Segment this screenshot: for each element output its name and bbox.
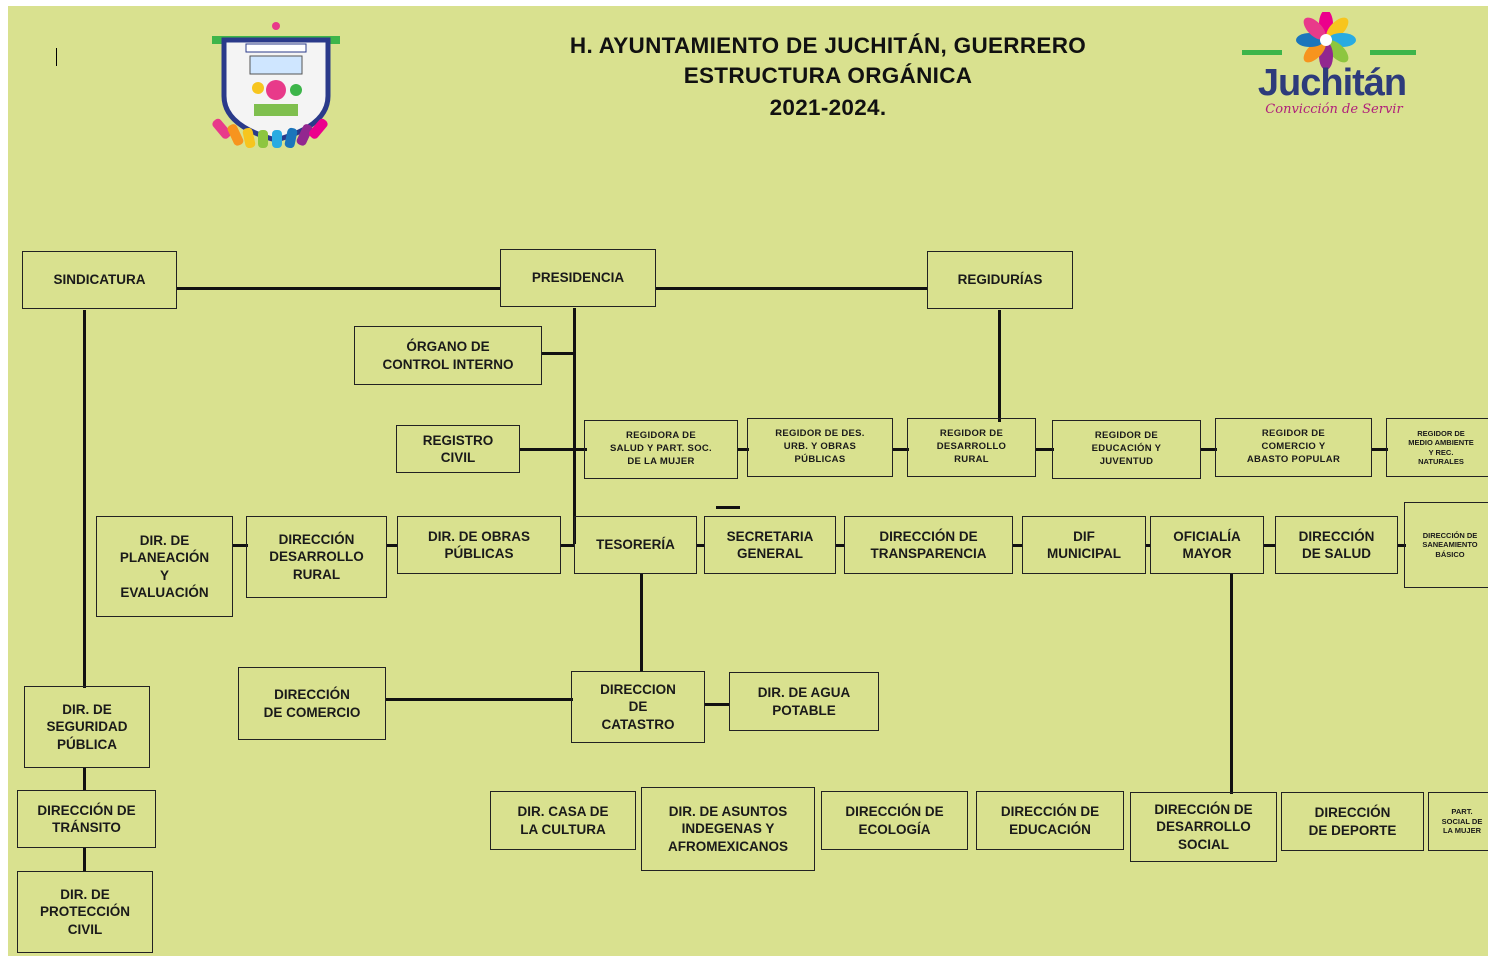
connector [1397,544,1406,547]
dir-desarrollo-social-box: DIRECCIÓN DE DESARROLLO SOCIAL [1130,792,1277,862]
chart-title: H. AYUNTAMIENTO DE JUCHITÁN, GUERRERO [569,33,1087,58]
secretaria-general-box: SECRETARIA GENERAL [704,516,836,574]
connector [998,310,1001,422]
dir-transparencia-box: DIRECCIÓN DE TRANSPARENCIA [844,516,1013,574]
connector [1230,574,1233,794]
connector [385,698,573,701]
connector [892,448,909,451]
dir-planeacion-box: DIR. DE PLANEACIÓN Y EVALUACIÓN [96,516,233,617]
chart-subtitle: ESTRUCTURA ORGÁNICA [683,63,973,88]
regidora-salud-box: REGIDORA DE SALUD Y PART. SOC. DE LA MUJ… [584,420,738,479]
brand-name: Juchitán [1257,62,1407,104]
connector [573,308,576,544]
connector [177,287,501,290]
dir-asuntos-indigenas-box: DIR. DE ASUNTOS INDEGENAS Y AFROMEXICANO… [641,787,815,871]
regidor-comercio-box: REGIDOR DE COMERCIO Y ABASTO POPULAR [1215,418,1372,477]
connector [519,448,587,451]
chart-period: 2021-2024. [769,95,887,120]
connector [696,544,705,547]
connector [640,574,643,672]
dir-salud-box: DIRECCIÓN DE SALUD [1275,516,1398,574]
regidor-desarrollo-rural-box: REGIDOR DE DESARROLLO RURAL [907,418,1036,477]
dir-obras-publicas-box: DIR. DE OBRAS PÚBLICAS [397,516,561,574]
text-cursor [56,48,57,66]
municipal-seal-logo [212,22,340,148]
dir-educacion-box: DIRECCIÓN DE EDUCACIÓN [976,791,1124,850]
sindicatura-box: SINDICATURA [22,251,177,309]
org-chart-canvas: H. AYUNTAMIENTO DE JUCHITÁN, GUERRERO ES… [8,6,1488,956]
presidencia-box: PRESIDENCIA [500,249,656,307]
connector [1200,448,1217,451]
dir-ecologia-box: DIRECCIÓN DE ECOLOGÍA [821,791,968,850]
brand-slogan: Convicción de Servir [1265,102,1403,117]
dir-comercio-box: DIRECCIÓN DE COMERCIO [238,667,386,740]
dir-catastro-box: DIRECCION DE CATASTRO [571,671,705,743]
connector [83,768,86,790]
connector [835,544,845,547]
regidor-medio-ambiente-box: REGIDOR DE MEDIO AMBIENTE Y REC. NATURAL… [1386,418,1488,477]
connector [1012,544,1023,547]
dir-deporte-box: DIRECCIÓN DE DEPORTE [1281,792,1424,851]
oficialia-mayor-box: OFICIALÍA MAYOR [1150,516,1264,574]
connector [83,310,86,688]
connector [542,352,575,355]
tesoreria-box: TESORERÍA [574,516,697,574]
connector [386,544,398,547]
dir-seguridad-publica-box: DIR. DE SEGURIDAD PÚBLICA [24,686,150,768]
connector [232,544,248,547]
dir-transito-box: DIRECCIÓN DE TRÁNSITO [17,790,156,848]
registro-civil-box: REGISTRO CIVIL [396,425,520,473]
connector [704,703,730,706]
dir-casa-cultura-box: DIR. CASA DE LA CULTURA [490,791,636,850]
dir-agua-potable-box: DIR. DE AGUA POTABLE [729,672,879,731]
connector [716,506,740,509]
dif-municipal-box: DIF MUNICIPAL [1022,516,1146,574]
connector [1371,448,1388,451]
connector [560,544,575,547]
regidor-desarrollo-urbano-box: REGIDOR DE DES. URB. Y OBRAS PÚBLICAS [747,418,893,477]
part-social-mujer-box: PART. SOCIAL DE LA MUJER [1428,792,1488,851]
dir-saneamiento-box: DIRECCIÓN DE SANEAMIENTO BÁSICO [1404,502,1488,588]
regidor-educacion-box: REGIDOR DE EDUCACIÓN Y JUVENTUD [1052,420,1201,479]
connector [83,848,86,872]
connector [737,448,749,451]
regidurias-box: REGIDURÍAS [927,251,1073,309]
connector [656,287,928,290]
connector [1263,544,1276,547]
connector [1145,544,1151,547]
juchitan-flower-logo [1242,12,1416,70]
connector [1035,448,1054,451]
organo-control-interno-box: ÓRGANO DE CONTROL INTERNO [354,326,542,385]
dir-proteccion-civil-box: DIR. DE PROTECCIÓN CIVIL [17,871,153,953]
dir-desarrollo-rural-box: DIRECCIÓN DESARROLLO RURAL [246,516,387,598]
